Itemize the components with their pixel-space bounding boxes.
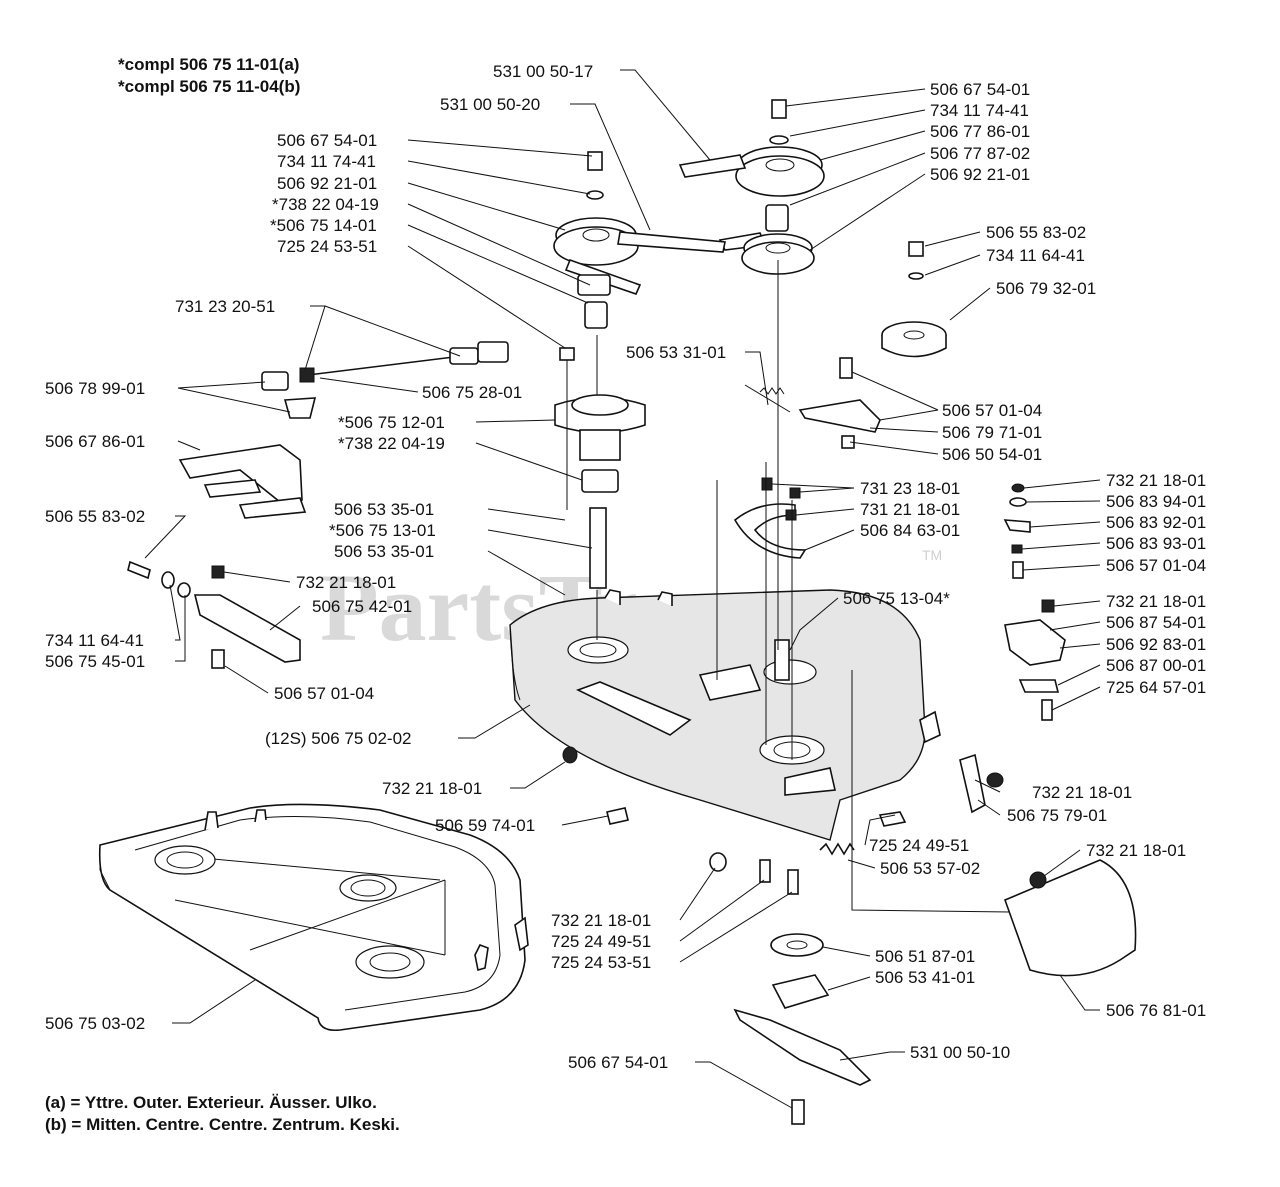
part-label[interactable]: 506 92 21-01 <box>930 165 1030 184</box>
part-label[interactable]: 506 75 79-01 <box>1007 806 1107 825</box>
part-label[interactable]: 506 57 01-04 <box>1106 556 1206 575</box>
part-label[interactable]: 506 92 21-01 <box>277 174 377 193</box>
part-label[interactable]: 725 24 49-51 <box>869 836 969 855</box>
part-label[interactable]: 506 53 35-01 <box>334 500 434 519</box>
part-label[interactable]: 731 21 18-01 <box>860 500 960 519</box>
part-label[interactable]: 725 24 49-51 <box>551 932 651 951</box>
part-label[interactable]: 734 11 64-41 <box>986 246 1085 265</box>
part-label[interactable]: 506 87 00-01 <box>1106 656 1206 675</box>
arm-left-lower <box>127 560 301 669</box>
part-label[interactable]: 506 75 28-01 <box>422 383 522 402</box>
part-label[interactable]: 506 51 87-01 <box>875 947 975 966</box>
legend-a: (a) = Yttre. Outer. Exterieur. Äusser. U… <box>45 1093 377 1112</box>
part-label[interactable]: 725 24 53-51 <box>551 953 651 972</box>
part-label[interactable]: 506 55 83-02 <box>45 507 145 526</box>
chute-deflector <box>1003 859 1137 977</box>
leader-lines <box>144 69 1101 1109</box>
part-label[interactable]: 506 83 92-01 <box>1106 513 1206 532</box>
part-label[interactable]: 732 21 18-01 <box>551 911 651 930</box>
part-label[interactable]: 732 21 18-01 <box>382 779 482 798</box>
part-label[interactable]: 506 53 57-02 <box>880 859 980 878</box>
part-label[interactable]: 506 75 45-01 <box>45 652 145 671</box>
part-label[interactable]: 506 76 81-01 <box>1106 1001 1206 1020</box>
part-label[interactable]: (12S) 506 75 02-02 <box>265 729 412 748</box>
part-label[interactable]: 506 67 54-01 <box>930 80 1030 99</box>
watermark-tm: TM <box>922 547 942 563</box>
assembly-code-b: *compl 506 75 11-04(b) <box>118 77 300 96</box>
pulley-top-left <box>553 151 726 329</box>
part-label[interactable]: 731 23 18-01 <box>860 479 960 498</box>
part-label[interactable]: 725 64 57-01 <box>1106 678 1206 697</box>
part-labels: 531 00 50-17 531 00 50-20 506 67 54-01 7… <box>45 62 1206 1072</box>
part-label[interactable]: 506 79 71-01 <box>942 423 1042 442</box>
part-label[interactable]: 506 75 03-02 <box>45 1014 145 1033</box>
part-label[interactable]: 506 87 54-01 <box>1106 613 1206 632</box>
part-label[interactable]: 734 11 74-41 <box>930 101 1029 120</box>
part-label[interactable]: 725 24 53-51 <box>277 237 377 256</box>
shield-plate <box>733 477 807 559</box>
part-label[interactable]: *506 75 12-01 <box>338 413 445 432</box>
part-label[interactable]: 506 57 01-04 <box>274 684 374 703</box>
part-label[interactable]: 506 55 83-02 <box>986 223 1086 242</box>
part-label[interactable]: 732 21 18-01 <box>296 573 396 592</box>
part-label[interactable]: 506 83 93-01 <box>1106 534 1206 553</box>
part-label[interactable]: 506 57 01-04 <box>942 401 1042 420</box>
part-label[interactable]: 506 84 63-01 <box>860 521 960 540</box>
part-label[interactable]: 506 78 99-01 <box>45 379 145 398</box>
part-label[interactable]: 506 67 54-01 <box>277 131 377 150</box>
deck-lower-housing <box>98 803 529 1032</box>
part-label[interactable]: 734 11 74-41 <box>277 152 376 171</box>
legend-b: (b) = Mitten. Centre. Centre. Zentrum. K… <box>45 1115 400 1134</box>
part-label[interactable]: 506 53 41-01 <box>875 968 975 987</box>
part-label[interactable]: 732 21 18-01 <box>1086 841 1186 860</box>
part-label[interactable]: 506 77 86-01 <box>930 122 1030 141</box>
blade-hub <box>733 933 872 1125</box>
mount-bolts-center <box>562 746 1004 895</box>
rod-assembly-left <box>261 341 509 419</box>
assembly-code-a: *compl 506 75 11-01(a) <box>118 55 299 74</box>
part-label[interactable]: 732 21 18-01 <box>1106 471 1206 490</box>
part-label[interactable]: 734 11 64-41 <box>45 631 144 650</box>
part-label[interactable]: 506 75 13-04* <box>843 589 950 608</box>
tension-arm <box>744 357 881 449</box>
deck-upper-housing <box>509 589 941 841</box>
part-label[interactable]: 506 77 87-02 <box>930 144 1030 163</box>
part-label[interactable]: 531 00 50-20 <box>440 95 540 114</box>
spindle-housing <box>554 347 646 589</box>
part-label[interactable]: 506 79 32-01 <box>996 279 1096 298</box>
part-label[interactable]: 506 53 35-01 <box>334 542 434 561</box>
part-label[interactable]: 531 00 50-10 <box>910 1043 1010 1062</box>
part-label[interactable]: 732 21 18-01 <box>1106 592 1206 611</box>
part-label[interactable]: 531 00 50-17 <box>493 62 593 81</box>
pulley-top-right <box>678 99 825 275</box>
part-label[interactable]: *506 75 14-01 <box>270 216 377 235</box>
part-label[interactable]: 506 92 83-01 <box>1106 635 1206 654</box>
bracket-left <box>178 444 307 519</box>
part-label[interactable]: 506 67 86-01 <box>45 432 145 451</box>
part-label[interactable]: 506 59 74-01 <box>435 816 535 835</box>
pulley-idler-right <box>881 241 947 358</box>
part-label[interactable]: *738 22 04-19 <box>272 195 379 214</box>
part-label[interactable]: *738 22 04-19 <box>338 434 445 453</box>
part-label[interactable]: *506 75 13-01 <box>329 521 436 540</box>
part-label[interactable]: 506 75 42-01 <box>312 597 412 616</box>
part-label[interactable]: 506 83 94-01 <box>1106 492 1206 511</box>
part-label[interactable]: 732 21 18-01 <box>1032 783 1132 802</box>
part-label[interactable]: 506 67 54-01 <box>568 1053 668 1072</box>
part-label[interactable]: 731 23 20-51 <box>175 297 275 316</box>
part-label[interactable]: 506 50 54-01 <box>942 445 1042 464</box>
part-label[interactable]: 506 53 31-01 <box>626 343 726 362</box>
bracket-right-stack <box>1003 483 1066 721</box>
